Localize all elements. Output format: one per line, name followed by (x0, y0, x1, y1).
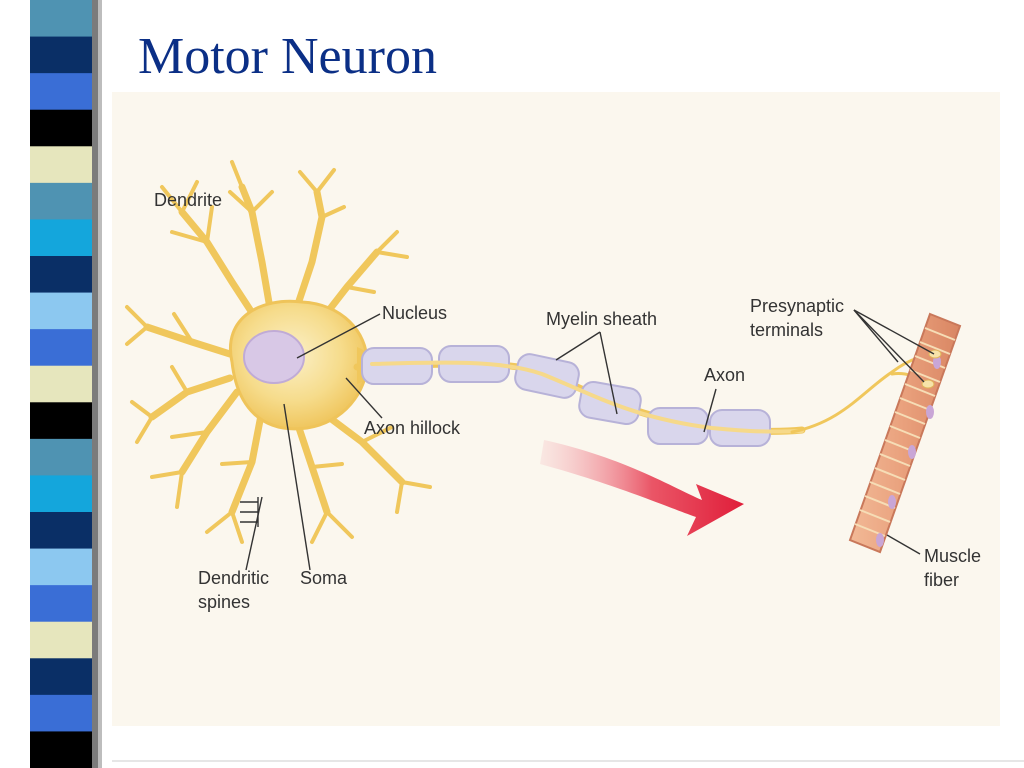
stripe-block (30, 402, 92, 440)
stripe-block (30, 109, 92, 147)
stripe-block (30, 512, 92, 550)
stripe-block (30, 694, 92, 732)
decorative-stripe-bar (0, 0, 102, 768)
label-presynaptic-line2: terminals (750, 320, 823, 340)
label-dendritic-line1: Dendritic (198, 568, 269, 588)
label-nucleus: Nucleus (382, 303, 447, 323)
stripe-block (30, 292, 92, 330)
label-muscle-line1: Muscle (924, 546, 981, 566)
stripe-block (30, 329, 92, 367)
stripe-block (30, 475, 92, 513)
bottom-divider (112, 760, 1024, 762)
label-muscle-line2: fiber (924, 570, 959, 590)
stripe-block (30, 365, 92, 403)
motor-neuron-diagram: Dendrite Nucleus Myelin sheath Presynapt… (112, 92, 1000, 726)
label-dendritic-line2: spines (198, 592, 250, 612)
dendrites (125, 160, 432, 544)
stripe-block (30, 585, 92, 623)
dendritic-spines-marker (240, 497, 259, 527)
stripe-block (30, 256, 92, 294)
diagram-canvas: Dendrite Nucleus Myelin sheath Presynapt… (112, 92, 1000, 726)
nucleus-shape (243, 330, 305, 384)
label-dendrite: Dendrite (154, 190, 222, 210)
label-myelin-sheath: Myelin sheath (546, 309, 657, 329)
axon-fiber (370, 360, 804, 434)
label-axon-hillock: Axon hillock (364, 418, 461, 438)
stripe-block (30, 219, 92, 257)
label-presynaptic-line1: Presynaptic (750, 296, 844, 316)
signal-direction-arrow (540, 440, 744, 536)
stripe-block (30, 731, 92, 768)
stripe-block (30, 182, 92, 220)
label-soma: Soma (300, 568, 348, 588)
stripe-block (30, 36, 92, 74)
stripe-block (30, 73, 92, 111)
stripe-block (30, 146, 92, 184)
stripe-block (30, 438, 92, 476)
label-axon: Axon (704, 365, 745, 385)
muscle-fiber-shape (848, 312, 962, 554)
leader-lines (245, 309, 935, 571)
stripe-block (30, 0, 92, 38)
stripe-block (30, 621, 92, 659)
stripe-block (30, 658, 92, 696)
slide-title: Motor Neuron (138, 28, 437, 85)
stripe-block (30, 548, 92, 586)
